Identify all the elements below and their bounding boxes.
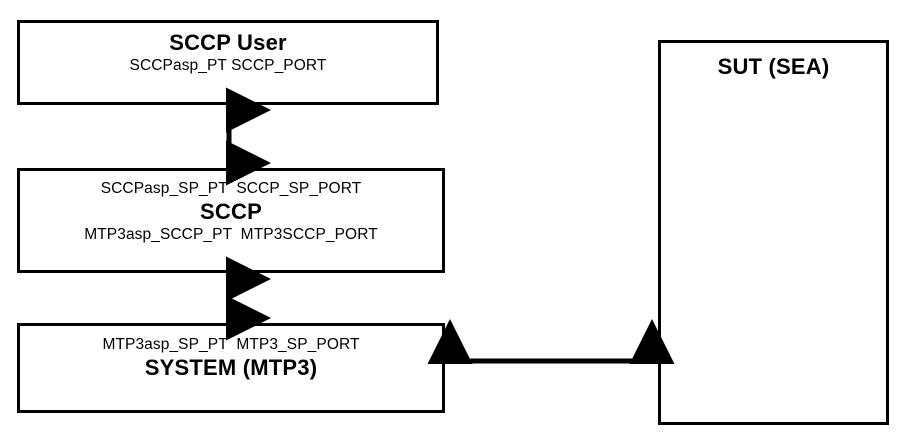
node-system-mtp3-ports-top: MTP3asp_SP_PT MTP3_SP_PORT bbox=[102, 336, 360, 353]
node-sccp-user[interactable]: SCCP User SCCPasp_PT SCCP_PORT bbox=[17, 20, 439, 105]
node-sccp-title: SCCP bbox=[200, 199, 262, 224]
node-sccp-ports-bottom: MTP3asp_SCCP_PT MTP3SCCP_PORT bbox=[84, 226, 378, 243]
node-sccp-user-title: SCCP User bbox=[169, 30, 287, 55]
node-system-mtp3-title: SYSTEM (MTP3) bbox=[144, 355, 318, 380]
node-sccp-ports-top: SCCPasp_SP_PT SCCP_SP_PORT bbox=[100, 180, 362, 197]
node-sccp[interactable]: SCCPasp_SP_PT SCCP_SP_PORT SCCP MTP3asp_… bbox=[17, 168, 445, 273]
node-sut-sea[interactable]: SUT (SEA) bbox=[658, 40, 889, 425]
node-sccp-user-ports-top: SCCPasp_PT SCCP_PORT bbox=[129, 57, 327, 74]
node-system-mtp3[interactable]: MTP3asp_SP_PT MTP3_SP_PORT SYSTEM (MTP3) bbox=[17, 323, 445, 413]
node-sut-sea-title: SUT (SEA) bbox=[717, 54, 830, 79]
